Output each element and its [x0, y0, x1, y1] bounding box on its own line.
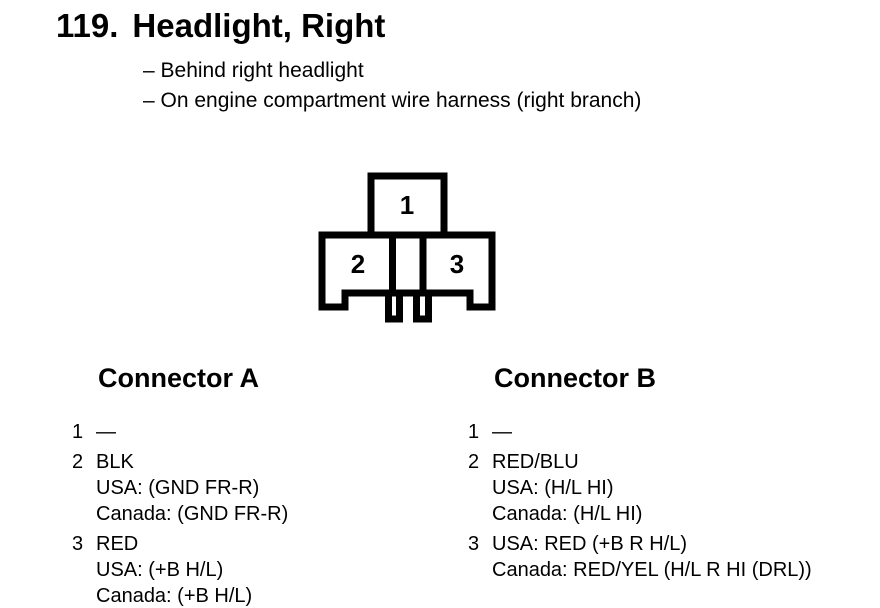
- section-number: 119.: [56, 7, 119, 44]
- pin-row: 2 BLK USA: (GND FR-R) Canada: (GND FR-R): [72, 449, 452, 527]
- pin-usa-function: USA: (GND FR-R): [96, 477, 260, 499]
- pin-wire-label: —: [492, 421, 512, 443]
- pin-row: 3 RED USA: (+B H/L) Canada: (+B H/L): [72, 531, 452, 608]
- connector-face-svg: 1 2 3: [318, 172, 496, 323]
- pin-number: 2: [72, 451, 84, 473]
- connector-a-section: Connector A 1 — 2 BLK USA: (GND FR-R) Ca…: [72, 363, 452, 608]
- bullet-line: – Behind right headlight: [143, 59, 364, 82]
- connector-b-section: Connector B 1 — 2 RED/BLU USA: (H/L HI) …: [468, 363, 872, 583]
- pin-number: 3: [468, 533, 480, 555]
- pin-usa-function: USA: RED (+B R H/L): [492, 533, 688, 555]
- pin-canada-function: Canada: RED/YEL (H/L R HI (DRL)): [492, 559, 812, 581]
- cavity-3-label: 3: [450, 249, 464, 279]
- page-header: 119. Headlight, Right: [56, 8, 385, 44]
- location-bullets: – Behind right headlight – On engine com…: [143, 56, 641, 116]
- pin-number: 1: [72, 421, 84, 443]
- connector-face-diagram: 1 2 3: [315, 170, 500, 330]
- pin-canada-function: Canada: (GND FR-R): [96, 503, 289, 525]
- pin-number: 2: [468, 451, 480, 473]
- cavity-1-label: 1: [400, 190, 414, 220]
- pin-wire-label: —: [96, 421, 116, 443]
- pin-row: 3 USA: RED (+B R H/L) Canada: RED/YEL (H…: [468, 531, 872, 583]
- pin-wire-label: BLK: [96, 451, 134, 473]
- cavity-1-box: [367, 172, 448, 239]
- pin-number: 1: [468, 421, 480, 443]
- pin-row: 1 —: [468, 419, 872, 445]
- connector-lower-body-outline: [318, 231, 496, 311]
- pin-canada-function: Canada: (+B H/L): [96, 585, 253, 607]
- connector-b-heading: Connector B: [494, 363, 656, 393]
- cavity-2-label: 2: [351, 249, 365, 279]
- pin-number: 3: [72, 533, 84, 555]
- pin-wire-label: RED/BLU: [492, 451, 579, 473]
- pin-usa-function: USA: (+B H/L): [96, 559, 224, 581]
- connector-a-heading: Connector A: [98, 363, 259, 393]
- pin-wire-label: RED: [96, 533, 139, 555]
- right-prong: [413, 289, 432, 323]
- bullet-line: – On engine compartment wire harness (ri…: [143, 89, 642, 112]
- page-title: Headlight, Right: [132, 7, 386, 44]
- pin-row: 1 —: [72, 419, 452, 445]
- pin-row: 2 RED/BLU USA: (H/L HI) Canada: (H/L HI): [468, 449, 872, 527]
- left-prong: [385, 289, 403, 323]
- pin-usa-function: USA: (H/L HI): [492, 477, 614, 499]
- pin-canada-function: Canada: (H/L HI): [492, 503, 643, 525]
